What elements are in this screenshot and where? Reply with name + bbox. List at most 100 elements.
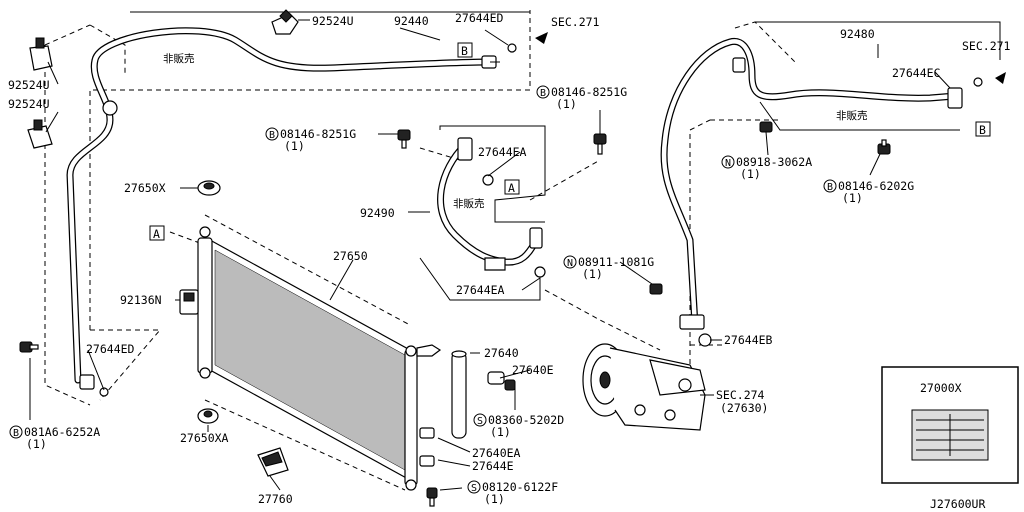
label-92480[interactable]: 92480 — [840, 27, 875, 41]
label-27640[interactable]: 27640 — [484, 346, 519, 360]
hose-92490-boundary — [419, 125, 661, 351]
mount-27650X[interactable] — [197, 180, 221, 196]
bolt-icon — [19, 341, 39, 353]
label-081A6-6252A[interactable]: 081A6-6252A — [24, 425, 100, 439]
label-27000X: 27000X — [920, 381, 962, 395]
nut-icon — [759, 121, 773, 133]
sensor-92136N[interactable] — [179, 289, 199, 315]
svg-text:B: B — [827, 182, 833, 193]
arrow-icon — [535, 32, 548, 44]
bolt-icon — [426, 487, 438, 507]
nut-marker-icon: N — [563, 255, 577, 269]
svg-text:S: S — [471, 483, 477, 494]
label-92440[interactable]: 92440 — [394, 14, 429, 28]
svg-text:A: A — [153, 227, 160, 241]
mount-27650XA[interactable] — [197, 408, 219, 424]
bracket-27760[interactable] — [257, 447, 289, 477]
svg-text:B: B — [269, 130, 275, 141]
label-27644EA-bot[interactable]: 27644EA — [456, 283, 505, 297]
ref-box-A-left: A — [149, 225, 165, 241]
label-sec271-left[interactable]: SEC.271 — [551, 15, 600, 29]
svg-text:N: N — [567, 258, 573, 269]
svg-text:B: B — [461, 44, 468, 58]
hose-92490[interactable] — [437, 137, 546, 278]
label-27650X[interactable]: 27650X — [124, 181, 166, 195]
label-27644EB[interactable]: 27644EB — [724, 333, 773, 347]
label-27650XA[interactable]: 27650XA — [180, 431, 229, 445]
label-27650[interactable]: 27650 — [333, 249, 368, 263]
label-27644EC[interactable]: 27644EC — [892, 66, 941, 80]
svg-text:B: B — [979, 123, 986, 137]
bolt-marker-icon: B — [9, 425, 23, 439]
bolt-marker-icon: B — [265, 127, 279, 141]
label-08911-1081G[interactable]: 08911-1081G — [578, 255, 654, 269]
ref-box-A-center: A — [504, 179, 520, 195]
label-92524U-a[interactable]: 92524U — [8, 78, 50, 92]
hose-92480-boundary — [689, 21, 1001, 400]
label-92524U-b[interactable]: 92524U — [8, 97, 50, 111]
label-08146-8251G-mid[interactable]: 08146-8251G — [280, 127, 356, 141]
label-92490[interactable]: 92490 — [360, 206, 395, 220]
label-92136N[interactable]: 92136N — [120, 293, 162, 307]
label-27644ED-top[interactable]: 27644ED — [455, 11, 504, 25]
screw-marker-icon: S — [467, 480, 481, 494]
screw-icon — [504, 379, 516, 391]
label-not-for-sale-2: 非販売 — [453, 197, 485, 210]
diagram-id: J27600UR — [930, 497, 985, 511]
label-08120-6122F[interactable]: 08120-6122F — [482, 480, 558, 494]
label-not-for-sale-3: 非販売 — [836, 109, 868, 122]
label-27640EA[interactable]: 27640EA — [472, 446, 521, 460]
label-27760[interactable]: 27760 — [258, 492, 293, 506]
bolt-icon — [593, 133, 607, 155]
hose-92440[interactable] — [66, 27, 517, 397]
label-qty-d: (1) — [26, 437, 47, 451]
svg-text:S: S — [477, 416, 483, 427]
bolt-icon — [877, 139, 891, 155]
bolt-icon — [397, 129, 411, 149]
label-08146-6202G[interactable]: 08146-6202G — [838, 179, 914, 193]
label-sec274-sub: (27630) — [720, 401, 768, 415]
hose-92480[interactable] — [660, 37, 983, 347]
label-not-for-sale-1: 非販売 — [163, 52, 195, 65]
svg-text:B: B — [13, 428, 19, 439]
hose-92440-boundary — [44, 10, 531, 406]
label-qty-a: (1) — [284, 139, 305, 153]
bolt-marker-icon: B — [823, 179, 837, 193]
label-27644EA-top[interactable]: 27644EA — [478, 145, 527, 159]
leader-lines — [29, 19, 951, 491]
label-qty-h: (1) — [842, 191, 863, 205]
screw-marker-icon: S — [473, 413, 487, 427]
label-qty-g: (1) — [740, 167, 761, 181]
svg-text:B: B — [540, 88, 546, 99]
ref-box-B-top: B — [457, 42, 473, 58]
ref-box-B-right: B — [975, 121, 991, 137]
arrow-icon — [995, 72, 1006, 84]
compressor-sec274[interactable] — [582, 343, 706, 431]
label-sticker-icon — [911, 409, 989, 461]
label-sec271-right[interactable]: SEC.271 — [962, 39, 1011, 53]
part-box-27000X[interactable]: 27000X — [881, 366, 1019, 484]
label-sec274[interactable]: SEC.274 — [716, 388, 765, 402]
label-08360-5202D[interactable]: 08360-5202D — [488, 413, 564, 427]
nut-icon — [649, 283, 663, 295]
condenser-27650[interactable] — [197, 226, 442, 491]
label-qty-f: (1) — [484, 492, 505, 506]
clip-92524U-b[interactable] — [27, 119, 53, 149]
label-92524U-top[interactable]: 92524U — [312, 14, 354, 28]
clip-92524U-a[interactable] — [29, 37, 53, 71]
svg-text:N: N — [725, 158, 731, 169]
label-qty-c: (1) — [582, 267, 603, 281]
receiver-drier-27640[interactable] — [451, 350, 505, 439]
label-27640E[interactable]: 27640E — [512, 363, 554, 377]
nut-marker-icon: N — [721, 155, 735, 169]
bolt-marker-icon: B — [536, 85, 550, 99]
label-27644E[interactable]: 27644E — [472, 459, 514, 473]
label-qty-e: (1) — [490, 425, 511, 439]
label-qty-b: (1) — [556, 97, 577, 111]
svg-text:A: A — [508, 181, 515, 195]
clip-92524U-top[interactable] — [271, 9, 299, 35]
label-27644ED-left[interactable]: 27644ED — [86, 342, 135, 356]
label-08146-8251G-right[interactable]: 08146-8251G — [551, 85, 627, 99]
label-08918-3062A[interactable]: 08918-3062A — [736, 155, 812, 169]
